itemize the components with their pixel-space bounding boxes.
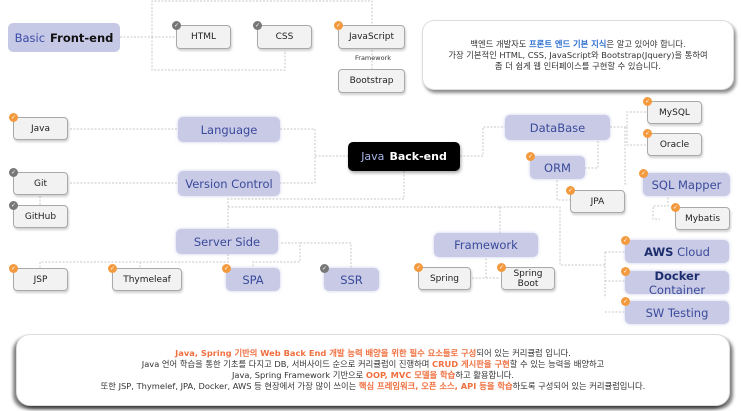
bootstrap-label: Bootstrap — [349, 76, 394, 86]
html-label: HTML — [190, 32, 217, 42]
thymeleaf-label: Thymeleaf — [123, 274, 171, 285]
docker-rest-label: Container — [648, 282, 706, 297]
aws-cloud-category[interactable]: AWS Cloud — [625, 240, 729, 263]
summary-line-2: Java 언어 학습을 통한 기초를 다지고 DB, 서버사이드 순으로 커리큘… — [141, 359, 605, 369]
docker-bold-label: Docker — [654, 268, 700, 283]
javascript-label: JavaScript — [348, 32, 395, 42]
css-label: CSS — [275, 32, 294, 42]
summary-line-1: Java, Spring 기반의 Web Back End 개발 능력 배양을 … — [175, 348, 571, 358]
done-check-icon: ✓ — [497, 263, 506, 272]
server-side-category[interactable]: Server Side — [176, 229, 278, 254]
spring-node[interactable]: Spring — [418, 267, 471, 290]
done-check-icon: ✓ — [621, 267, 630, 276]
done-check-icon: ✓ — [526, 152, 535, 161]
pending-check-icon: ✓ — [9, 201, 18, 210]
basic-front-end-node[interactable]: Basic Front-end — [8, 23, 120, 52]
java-node[interactable]: Java — [13, 117, 68, 140]
done-check-icon: ✓ — [9, 113, 18, 122]
java-back-end-root-node[interactable]: Java Back-end — [348, 142, 460, 171]
docker-container-category[interactable]: Docker Container — [625, 268, 729, 297]
orm-category[interactable]: ORM — [530, 156, 585, 179]
ssr-category[interactable]: SSR — [324, 268, 379, 291]
spa-label: SPA — [242, 272, 264, 287]
aws-rest-label: Cloud — [677, 244, 710, 259]
html-node[interactable]: HTML — [176, 25, 231, 49]
jpa-label: JPA — [590, 196, 605, 207]
spring-boot-label-line2: Boot — [517, 278, 539, 289]
thymeleaf-node[interactable]: Thymeleaf — [112, 268, 182, 291]
language-label: Language — [200, 122, 258, 137]
sql-mapper-category[interactable]: SQL Mapper — [643, 173, 730, 196]
bootstrap-node[interactable]: Bootstrap — [338, 69, 405, 93]
pending-check-icon: ✓ — [253, 21, 262, 30]
orm-label: ORM — [544, 160, 571, 175]
root-prefix: Java — [361, 150, 385, 163]
version-control-label: Version Control — [185, 176, 273, 191]
jpa-node[interactable]: JPA — [570, 190, 625, 213]
mysql-node[interactable]: MySQL — [647, 101, 702, 124]
done-check-icon: ✓ — [9, 264, 18, 273]
front-end-prefix: Basic — [14, 30, 46, 45]
summary-line-4: 또한 JSP, Thymelef, JPA, Docker, AWS 등 현장에… — [100, 381, 646, 391]
java-label: Java — [30, 123, 50, 134]
sw-testing-category[interactable]: SW Testing — [625, 301, 729, 324]
database-category[interactable]: DataBase — [505, 115, 610, 140]
pending-check-icon: ✓ — [320, 264, 329, 273]
github-label: GitHub — [24, 211, 57, 222]
callout-line-2: 가장 기본적인 HTML, CSS, JavaScript와 Bootstrap… — [448, 49, 708, 60]
curriculum-summary: Java, Spring 기반의 Web Back End 개발 능력 배양을 … — [16, 334, 730, 406]
done-check-icon: ✓ — [671, 203, 680, 212]
done-check-icon: ✓ — [621, 297, 630, 306]
spring-label: Spring — [429, 273, 460, 284]
jsp-label: JSP — [33, 274, 48, 285]
ssr-label: SSR — [340, 272, 363, 287]
root-title: Back-end — [389, 150, 447, 163]
database-label: DataBase — [529, 120, 586, 135]
spa-category[interactable]: SPA — [226, 268, 280, 291]
done-check-icon: ✓ — [414, 263, 423, 272]
done-check-icon: ✓ — [621, 236, 630, 245]
done-check-icon: ✓ — [334, 21, 343, 30]
oracle-label: Oracle — [659, 139, 690, 150]
framework-label: Framework — [454, 238, 518, 252]
css-node[interactable]: CSS — [257, 25, 312, 49]
aws-bold-label: AWS — [644, 244, 674, 259]
done-check-icon: ✓ — [566, 186, 575, 195]
front-end-title: Front-end — [50, 30, 114, 45]
summary-line-3: Java, Spring Framework 기반으로 OOP, MVC 모델을… — [231, 370, 515, 380]
javascript-node[interactable]: JavaScript — [338, 25, 405, 49]
pending-check-icon: ✓ — [172, 21, 181, 30]
sw-testing-label: SW Testing — [645, 305, 709, 320]
pending-check-icon: ✓ — [9, 168, 18, 177]
sql-mapper-label: SQL Mapper — [651, 177, 722, 192]
done-check-icon: ✓ — [643, 129, 652, 138]
jsp-node[interactable]: JSP — [13, 268, 68, 291]
done-check-icon: ✓ — [639, 169, 648, 178]
framework-caption: Framework — [355, 54, 391, 62]
mysql-label: MySQL — [659, 107, 690, 118]
oracle-node[interactable]: Oracle — [647, 133, 702, 156]
spring-boot-node[interactable]: Spring Boot — [501, 267, 555, 290]
callout-line-1: 백엔드 개발자도 프론트 엔드 기본 지식은 알고 있어야 합니다. — [470, 38, 686, 49]
done-check-icon: ✓ — [222, 264, 231, 273]
done-check-icon: ✓ — [108, 264, 117, 273]
front-end-callout: 백엔드 개발자도 프론트 엔드 기본 지식은 알고 있어야 합니다. 가장 기본… — [422, 20, 734, 90]
git-node[interactable]: Git — [13, 172, 68, 195]
server-side-label: Server Side — [193, 234, 261, 249]
done-check-icon: ✓ — [643, 97, 652, 106]
framework-category[interactable]: Framework — [434, 233, 538, 257]
language-category[interactable]: Language — [178, 117, 280, 142]
callout-line-3: 좀 더 쉽게 웹 인터페이스를 구현할 수 있습니다. — [494, 60, 662, 71]
mybatis-node[interactable]: Mybatis — [675, 207, 730, 230]
version-control-category[interactable]: Version Control — [178, 171, 280, 196]
github-node[interactable]: GitHub — [13, 205, 68, 228]
spring-boot-label-line1: Spring — [513, 268, 543, 279]
git-label: Git — [33, 178, 47, 189]
mybatis-label: Mybatis — [684, 213, 721, 224]
